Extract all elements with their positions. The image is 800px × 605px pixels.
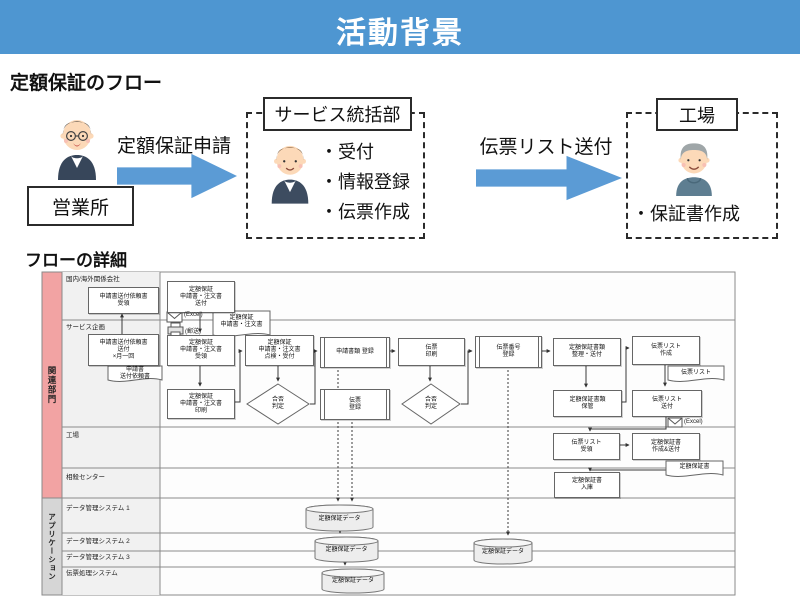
lane-label: 国内/海外関係会社 <box>66 276 120 283</box>
factory-item: ・保証書作成 <box>632 204 740 224</box>
flow-node-docs-sort-send: 定額保証書類 整理・送付 <box>553 338 621 366</box>
flow-node-docs-register: 申請書類 登録 <box>320 337 390 368</box>
flow-node-app-check: 定額保証 申請書・注文書 点検・受付 <box>245 335 314 366</box>
db-guarantee-data: 定額保証データ <box>325 547 368 553</box>
office-person-icon <box>58 120 96 180</box>
arrow1-shape <box>117 153 237 199</box>
flow-node-sliplist-receive: 伝票リスト 受領 <box>553 433 620 460</box>
factory-person-icon <box>676 143 712 196</box>
category-applications: アプリケーション <box>47 512 57 581</box>
lane-label: サービス企画 <box>66 324 105 331</box>
flow-node-sliplist-send: 伝票リスト 送付 <box>632 390 702 417</box>
flow-node-cert-stock: 定額保証書 入庫 <box>554 472 620 498</box>
lane-label: データ管理システム 1 <box>66 505 130 512</box>
arrow1-label: 定額保証申請 <box>116 136 231 157</box>
flow-node-request-send: 申請書送付依頼書 送付 ×月一回 <box>88 334 159 366</box>
doc-app-order: 定額保証 申請書・注文書 <box>220 315 263 328</box>
lane-label: 相殺センター <box>66 474 105 481</box>
flow-node-request-receive: 申請書送付依頼書 受領 <box>88 287 159 314</box>
decision-passfail: 合否 判定 <box>271 397 284 410</box>
flow-node-app-receive: 定額保証 申請書・注文書 受領 <box>167 335 235 366</box>
doc-certificate: 定額保証書 <box>679 464 710 470</box>
detail-heading: フローの詳細 <box>25 251 127 270</box>
doc-request-form: 申請書 送付依頼書 <box>119 366 150 380</box>
title-bar <box>0 0 800 54</box>
factory-title: 工場 <box>679 105 715 126</box>
factory-group-box <box>626 112 778 239</box>
lane-label: データ管理システム 3 <box>66 554 130 561</box>
office-label: 営業所 <box>51 197 109 219</box>
flow-heading: 定額保証のフロー <box>10 73 163 94</box>
annotation-excel: (Excel) <box>184 312 203 318</box>
dept-item: ・受付 <box>320 142 374 162</box>
dept-group-box <box>246 112 425 239</box>
arrow2-shape <box>476 155 622 201</box>
lane-label: 工場 <box>66 432 79 439</box>
db-guarantee-data: 定額保証データ <box>481 549 524 555</box>
flow-node-slipno-register: 伝票番号 登録 <box>475 336 542 368</box>
doc-sliplist: 伝票リスト <box>680 369 711 376</box>
page-title: 活動背景 <box>336 17 464 50</box>
dept-item: ・伝票作成 <box>320 202 410 222</box>
flow-node-slip-register: 伝票 登録 <box>320 389 390 420</box>
db-guarantee-data: 定額保証データ <box>331 578 374 584</box>
flow-node-app-print: 定額保証 申請書・注文書 印刷 <box>167 389 235 419</box>
category-related-depts: 関連部門 <box>47 366 57 404</box>
envelope-icon <box>166 311 183 323</box>
arrow2-label: 伝票リスト送付 <box>479 137 613 158</box>
dept-title-box: サービス統括部 <box>263 97 412 131</box>
flow-node-slip-print: 伝票 印刷 <box>398 338 465 366</box>
envelope-icon <box>667 417 683 428</box>
dept-item: ・情報登録 <box>320 172 410 192</box>
flow-node-sliplist-create: 伝票リスト 作成 <box>632 336 700 365</box>
dept-title: サービス統括部 <box>274 105 401 125</box>
annotation-mail: (郵送) <box>185 329 201 335</box>
flow-node-cert-create-send: 定額保証書 作成&送付 <box>632 433 700 460</box>
factory-title-box: 工場 <box>656 98 738 131</box>
flow-node-app-send: 定額保証 申請書・注文書 送付 <box>167 281 235 313</box>
annotation-excel: (Excel) <box>684 419 703 425</box>
decision-passfail: 合否 判定 <box>424 397 437 410</box>
dept-person-icon <box>271 145 309 204</box>
lane-label: データ管理システム 2 <box>66 538 130 545</box>
flow-node-docs-store: 定額保証書類 保管 <box>553 390 622 417</box>
db-guarantee-data: 定額保証データ <box>318 515 361 522</box>
lane-label: 伝票処理システム <box>66 570 118 577</box>
office-box: 営業所 <box>27 186 134 226</box>
